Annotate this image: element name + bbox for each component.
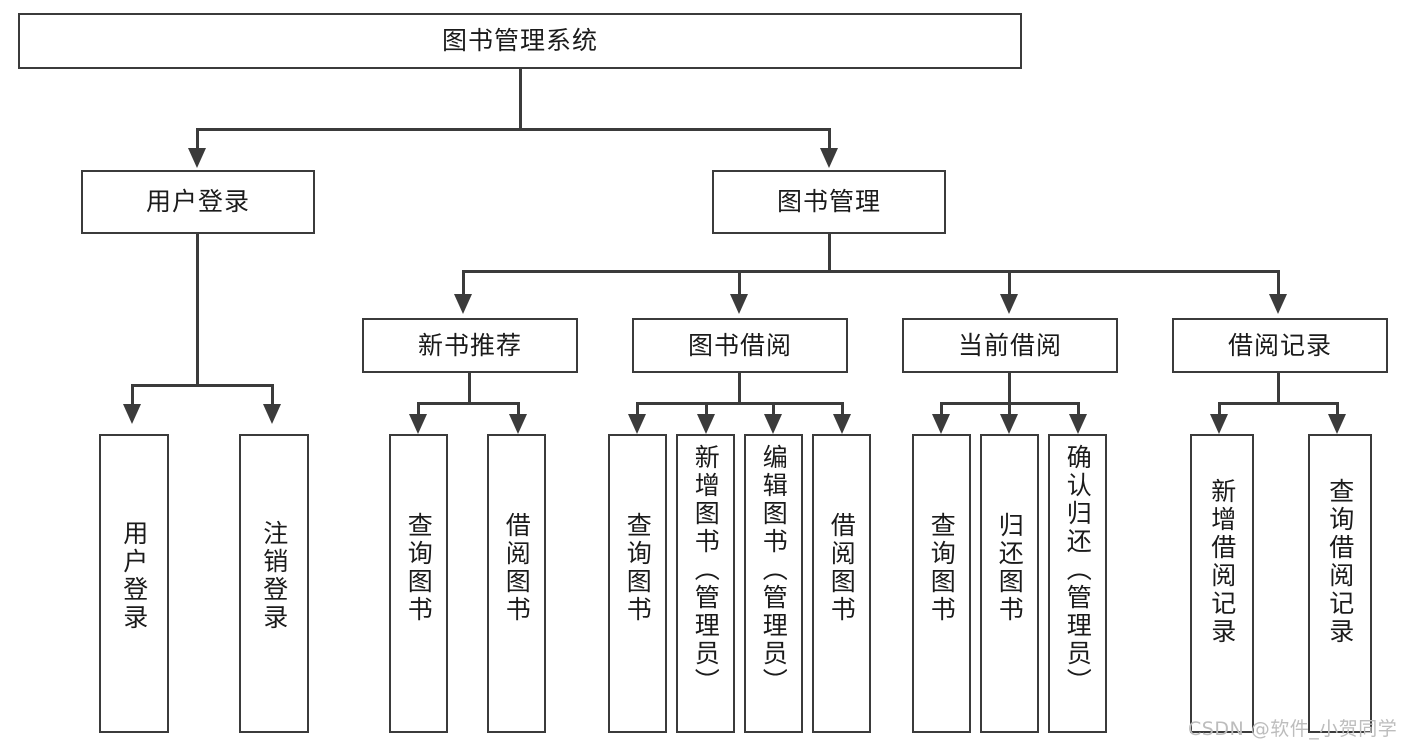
- leaf-label: 查询图书: [623, 512, 653, 624]
- leaf-label: 查询图书: [404, 512, 434, 624]
- leaf-borrow-record-query-record[interactable]: 查询借阅记录: [1308, 434, 1372, 733]
- edge-book-management-bar: [462, 270, 1280, 273]
- leaf-label: 确认归还（管理员）: [1063, 444, 1093, 696]
- leaf-new-book-query-book[interactable]: 查询图书: [389, 434, 448, 733]
- node-label: 新书推荐: [417, 330, 522, 360]
- leaf-current-borrow-confirm-return-admin[interactable]: 确认归还（管理员）: [1048, 434, 1107, 733]
- edge-nbr-drop-2: [517, 402, 520, 418]
- edge-cb-drop-1: [940, 402, 943, 418]
- node-book-management[interactable]: 图书管理: [712, 170, 946, 234]
- leaf-current-borrow-query-book[interactable]: 查询图书: [912, 434, 971, 733]
- leaf-new-book-borrow-book[interactable]: 借阅图书: [487, 434, 546, 733]
- edge-user-login-drop-2: [271, 384, 274, 408]
- arrow-user-login-leaf-2: [263, 404, 281, 424]
- edge-root-to-user-login: [196, 128, 199, 152]
- arrow-bb-leaf-3: [764, 414, 782, 434]
- edge-bb-drop-1: [636, 402, 639, 418]
- node-label: 图书管理系统: [441, 26, 598, 56]
- arrow-bm-to-current-borrow: [1000, 294, 1018, 314]
- leaf-book-borrow-borrow-book[interactable]: 借阅图书: [812, 434, 871, 733]
- edge-root-bar: [196, 128, 831, 131]
- edge-nbr-bar: [417, 402, 520, 405]
- arrow-br-leaf-2: [1328, 414, 1346, 434]
- edge-root-to-book-management: [828, 128, 831, 152]
- edge-root-stem: [519, 69, 522, 129]
- leaf-label: 注销登录: [259, 520, 289, 632]
- node-label: 图书管理: [776, 187, 881, 217]
- edge-bm-drop-2: [738, 270, 741, 298]
- edge-bb-drop-4: [841, 402, 844, 418]
- edge-cb-stem: [1008, 373, 1011, 404]
- edge-br-drop-1: [1218, 402, 1221, 418]
- node-book-borrow[interactable]: 图书借阅: [632, 318, 848, 373]
- csdn-watermark: CSDN @软件_小贺同学: [1188, 718, 1398, 740]
- edge-bm-drop-1: [462, 270, 465, 298]
- edge-bb-stem: [738, 373, 741, 404]
- edge-bb-bar: [636, 402, 844, 405]
- leaf-label: 查询借阅记录: [1325, 478, 1355, 646]
- leaf-label: 归还图书: [995, 512, 1025, 624]
- leaf-label: 借阅图书: [827, 512, 857, 624]
- node-label: 借阅记录: [1227, 330, 1332, 360]
- arrow-cb-leaf-2: [1000, 414, 1018, 434]
- arrow-bb-leaf-1: [628, 414, 646, 434]
- arrow-bm-to-new-book-recommend: [454, 294, 472, 314]
- leaf-book-borrow-edit-book-admin[interactable]: 编辑图书（管理员）: [744, 434, 803, 733]
- leaf-label: 编辑图书（管理员）: [759, 444, 789, 696]
- leaf-label: 借阅图书: [502, 512, 532, 624]
- node-label: 用户登录: [145, 187, 250, 217]
- edge-br-bar: [1218, 402, 1339, 405]
- leaf-book-borrow-query-book[interactable]: 查询图书: [608, 434, 667, 733]
- edge-bm-drop-4: [1277, 270, 1280, 298]
- edge-user-login-bar: [131, 384, 274, 387]
- arrow-cb-leaf-3: [1069, 414, 1087, 434]
- leaf-user-login-login[interactable]: 用户登录: [99, 434, 169, 733]
- leaf-book-borrow-add-book-admin[interactable]: 新增图书（管理员）: [676, 434, 735, 733]
- arrow-bm-to-borrow-record: [1269, 294, 1287, 314]
- edge-cb-drop-3: [1077, 402, 1080, 418]
- arrow-bb-leaf-4: [833, 414, 851, 434]
- arrow-root-to-user-login: [188, 148, 206, 168]
- leaf-user-login-logout[interactable]: 注销登录: [239, 434, 309, 733]
- arrow-user-login-leaf-1: [123, 404, 141, 424]
- arrow-br-leaf-1: [1210, 414, 1228, 434]
- edge-nbr-drop-1: [417, 402, 420, 418]
- arrow-nbr-leaf-1: [409, 414, 427, 434]
- node-current-borrow[interactable]: 当前借阅: [902, 318, 1118, 373]
- arrow-root-to-book-management: [820, 148, 838, 168]
- node-new-book-recommend[interactable]: 新书推荐: [362, 318, 578, 373]
- edge-bb-drop-2: [705, 402, 708, 418]
- node-user-login[interactable]: 用户登录: [81, 170, 315, 234]
- edge-br-drop-2: [1336, 402, 1339, 418]
- leaf-borrow-record-add-record[interactable]: 新增借阅记录: [1190, 434, 1254, 733]
- arrow-cb-leaf-1: [932, 414, 950, 434]
- edge-bm-drop-3: [1008, 270, 1011, 298]
- leaf-label: 用户登录: [119, 520, 149, 632]
- edge-book-management-stem: [828, 234, 831, 272]
- edge-br-stem: [1277, 373, 1280, 404]
- leaf-label: 新增图书（管理员）: [691, 444, 721, 696]
- arrow-bb-leaf-2: [697, 414, 715, 434]
- edge-user-login-drop-1: [131, 384, 134, 408]
- edge-cb-drop-2: [1008, 402, 1011, 418]
- node-borrow-record[interactable]: 借阅记录: [1172, 318, 1388, 373]
- leaf-label: 新增借阅记录: [1207, 478, 1237, 646]
- edge-user-login-stem: [196, 234, 199, 386]
- node-label: 当前借阅: [957, 330, 1062, 360]
- leaf-current-borrow-return-book[interactable]: 归还图书: [980, 434, 1039, 733]
- edge-nbr-stem: [468, 373, 471, 404]
- node-root-book-management-system[interactable]: 图书管理系统: [18, 13, 1022, 69]
- edge-bb-drop-3: [772, 402, 775, 418]
- leaf-label: 查询图书: [927, 512, 957, 624]
- arrow-nbr-leaf-2: [509, 414, 527, 434]
- node-label: 图书借阅: [687, 330, 792, 360]
- arrow-bm-to-book-borrow: [730, 294, 748, 314]
